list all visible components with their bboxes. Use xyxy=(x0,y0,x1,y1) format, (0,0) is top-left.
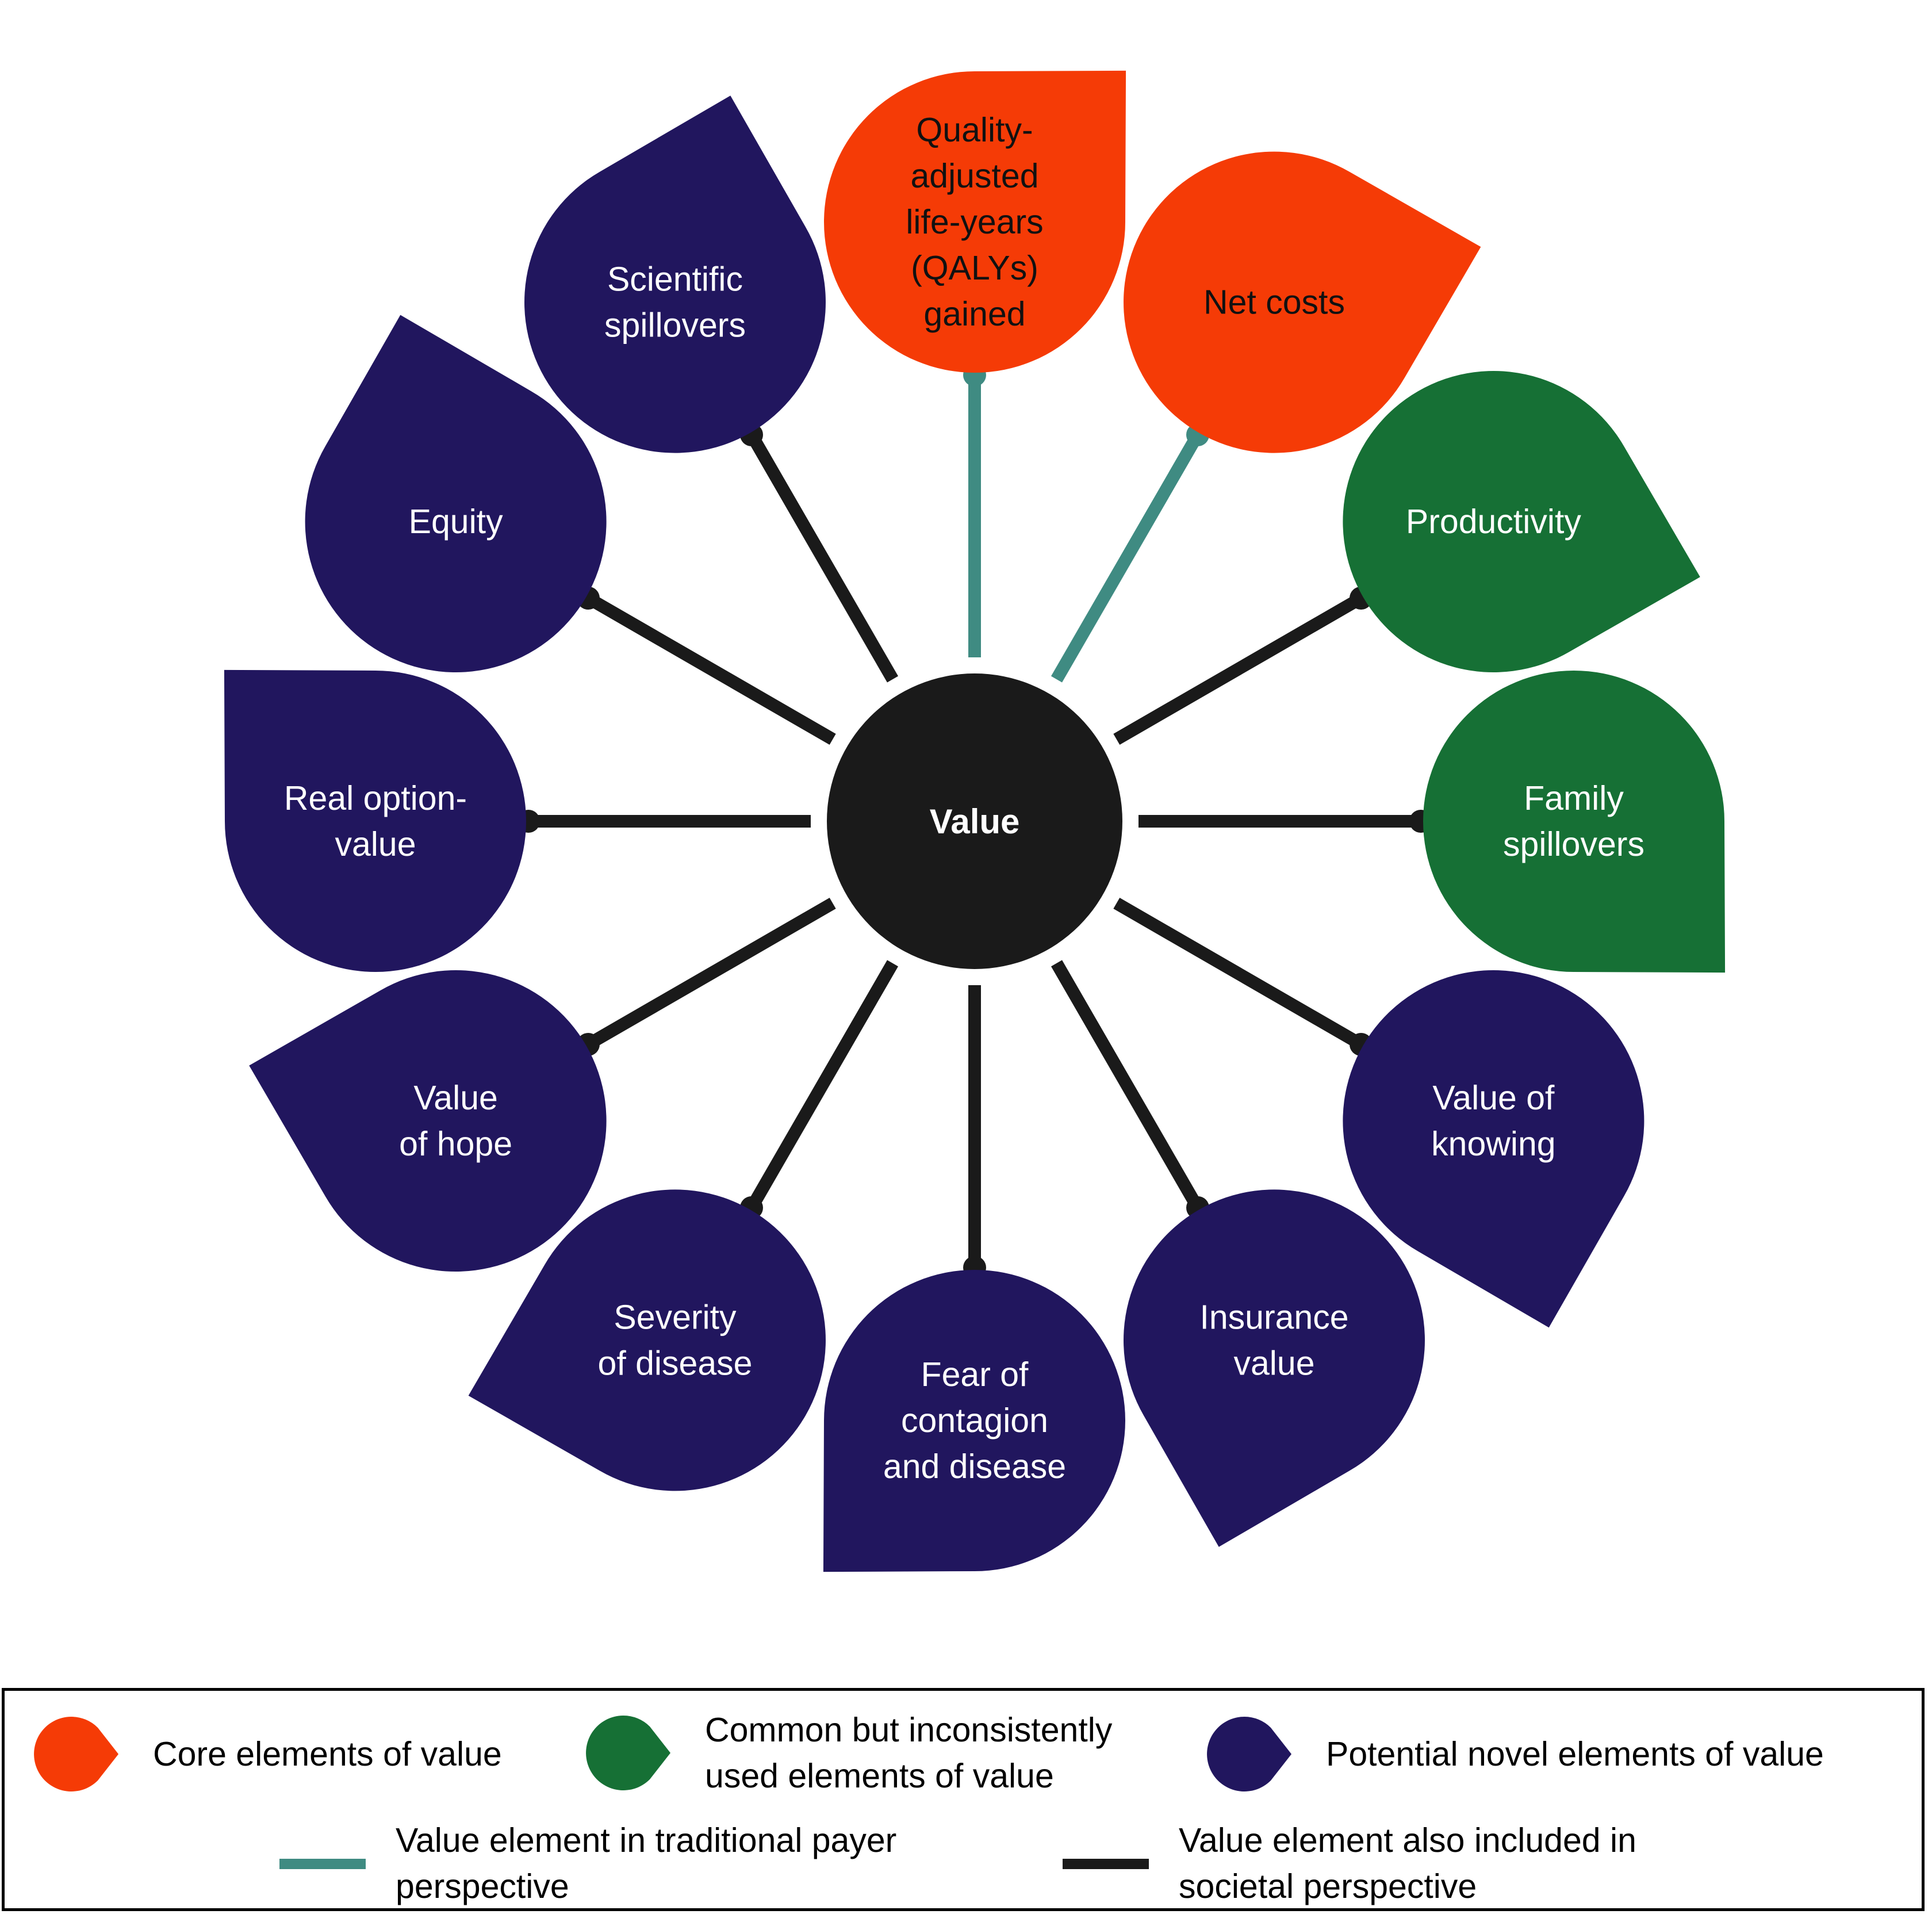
petal-equity xyxy=(305,315,607,672)
petal-label-line: Real option- xyxy=(284,779,467,817)
legend-traditional-label-2: perspective xyxy=(396,1867,569,1905)
legend-common-label-2: used elements of value xyxy=(705,1757,1054,1795)
petal-label-line: Fear of xyxy=(921,1356,1029,1393)
connector-net-costs xyxy=(1051,433,1202,683)
petals: Quality-adjusted life-years (QALYs) gained N… xyxy=(224,70,1726,1572)
connector-severity-of-disease xyxy=(747,960,899,1209)
center-circle xyxy=(827,673,1122,969)
petal-label-equity: Equity xyxy=(409,503,503,541)
petal-label-line: gained xyxy=(923,295,1025,333)
petal-real-option-value xyxy=(224,669,526,972)
societal-line-swatch-icon xyxy=(1063,1859,1149,1869)
common-swatch-icon xyxy=(586,1716,670,1790)
connector-equity xyxy=(586,594,836,745)
legend-item-societal: Value element also included in societal … xyxy=(1063,1817,1636,1909)
petal-label-fear-of-contagion: Fear of contagion and disease xyxy=(883,1356,1066,1486)
petal-label-line: value xyxy=(335,825,416,863)
petal-label-line: spillovers xyxy=(604,307,746,344)
center-label: Value xyxy=(930,802,1020,841)
petal-label-net-costs: Net costs xyxy=(1203,284,1345,321)
petal-label-line: of hope xyxy=(399,1125,512,1163)
petal-insurance-value xyxy=(1124,1189,1425,1547)
petal-label-line: Severity xyxy=(614,1298,737,1336)
legend-item-core: Core elements of value xyxy=(32,1714,502,1794)
center-node: Value xyxy=(827,673,1122,969)
petal-label-value-of-knowing: Value of knowing xyxy=(1431,1079,1555,1163)
petal-productivity xyxy=(1343,370,1700,672)
novel-swatch-icon xyxy=(1207,1717,1291,1791)
petal-family-spillovers xyxy=(1423,671,1726,973)
petal-label-line: Scientific xyxy=(607,261,743,298)
connector-value-of-hope xyxy=(586,897,836,1049)
petal-net-costs xyxy=(1123,151,1481,453)
traditional-line-swatch-icon xyxy=(279,1859,366,1869)
petal-value-of-knowing xyxy=(1343,970,1644,1328)
petal-label-scientific-spillovers: Scientific spillovers xyxy=(604,261,746,344)
legend-societal-label-1: Value element also included in xyxy=(1179,1821,1636,1859)
legend-item-novel: Potential novel elements of value xyxy=(1205,1714,1824,1794)
petal-label-family-spillovers: Family spillovers xyxy=(1503,779,1644,863)
legend-item-traditional: Value element in traditional payer persp… xyxy=(279,1817,896,1909)
petal-label-line: Value of xyxy=(1432,1079,1555,1117)
petal-scientific-spillovers xyxy=(524,95,826,453)
petal-label-line: value xyxy=(1233,1344,1314,1382)
connectors xyxy=(517,363,1432,1279)
legend-novel-label: Potential novel elements of value xyxy=(1326,1735,1824,1773)
petal-label-line: spillovers xyxy=(1503,825,1644,863)
legend-item-common: Common but inconsistently used elements … xyxy=(584,1707,1112,1799)
petal-label-line: adjusted xyxy=(910,157,1038,195)
petal-label-line: of disease xyxy=(598,1344,753,1382)
petal-label-line: and disease xyxy=(883,1448,1066,1486)
connector-scientific-spillovers xyxy=(747,433,899,683)
petal-label-value-of-hope: Value of hope xyxy=(399,1079,512,1163)
core-swatch-icon xyxy=(34,1717,118,1791)
petal-label-qalys: Quality-adjusted life-years (QALYs) gained xyxy=(906,111,1043,333)
petal-label-productivity: Productivity xyxy=(1406,503,1581,541)
petal-label-line: contagion xyxy=(901,1402,1048,1440)
petal-label-line: Value xyxy=(413,1079,498,1117)
petal-fear-of-contagion xyxy=(823,1270,1125,1572)
petal-label-line: Family xyxy=(1524,779,1624,817)
legend-core-label: Core elements of value xyxy=(153,1735,502,1773)
petal-label-line: (QALYs) xyxy=(911,249,1038,287)
petal-qalys xyxy=(824,70,1126,373)
petal-label-severity-of-disease: Severity of disease xyxy=(598,1298,753,1382)
connector-productivity xyxy=(1113,594,1363,745)
petal-label-insurance-value: Insurance value xyxy=(1199,1298,1348,1382)
petal-label-line: Quality- xyxy=(916,111,1033,149)
petal-label-real-option-value: Real option-value xyxy=(284,779,467,863)
connector-insurance-value xyxy=(1051,960,1202,1209)
legend-traditional-label-1: Value element in traditional payer xyxy=(396,1821,897,1859)
petal-label-line: Insurance xyxy=(1199,1298,1348,1336)
petal-severity-of-disease xyxy=(468,1189,826,1491)
petal-label-line: Net costs xyxy=(1203,284,1345,321)
legend: Core elements of value Common but incons… xyxy=(2,1688,1925,1911)
petal-label-line: life-years xyxy=(906,203,1043,241)
petal-label-line: Equity xyxy=(409,503,503,541)
petal-label-line: Productivity xyxy=(1406,503,1581,541)
value-flower-diagram: Quality-adjusted life-years (QALYs) gained N… xyxy=(224,70,1726,1572)
legend-common-label-1: Common but inconsistently xyxy=(705,1711,1113,1749)
petal-value-of-hope xyxy=(249,970,607,1272)
legend-societal-label-2: societal perspective xyxy=(1179,1867,1477,1905)
connector-value-of-knowing xyxy=(1113,897,1363,1049)
petal-label-line: knowing xyxy=(1431,1125,1555,1163)
